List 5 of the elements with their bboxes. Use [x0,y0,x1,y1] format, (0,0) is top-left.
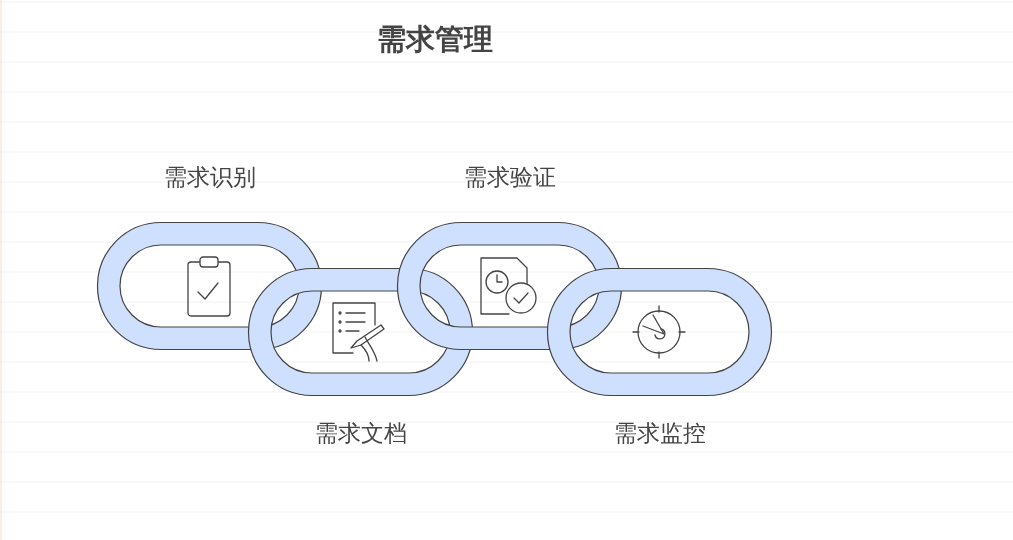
title: 需求管理 [376,21,494,58]
step-label: 需求监控 [612,419,707,448]
step-label: 需求验证 [462,163,557,192]
step-label: 需求识别 [162,163,257,192]
step-label: 需求文档 [313,419,408,448]
